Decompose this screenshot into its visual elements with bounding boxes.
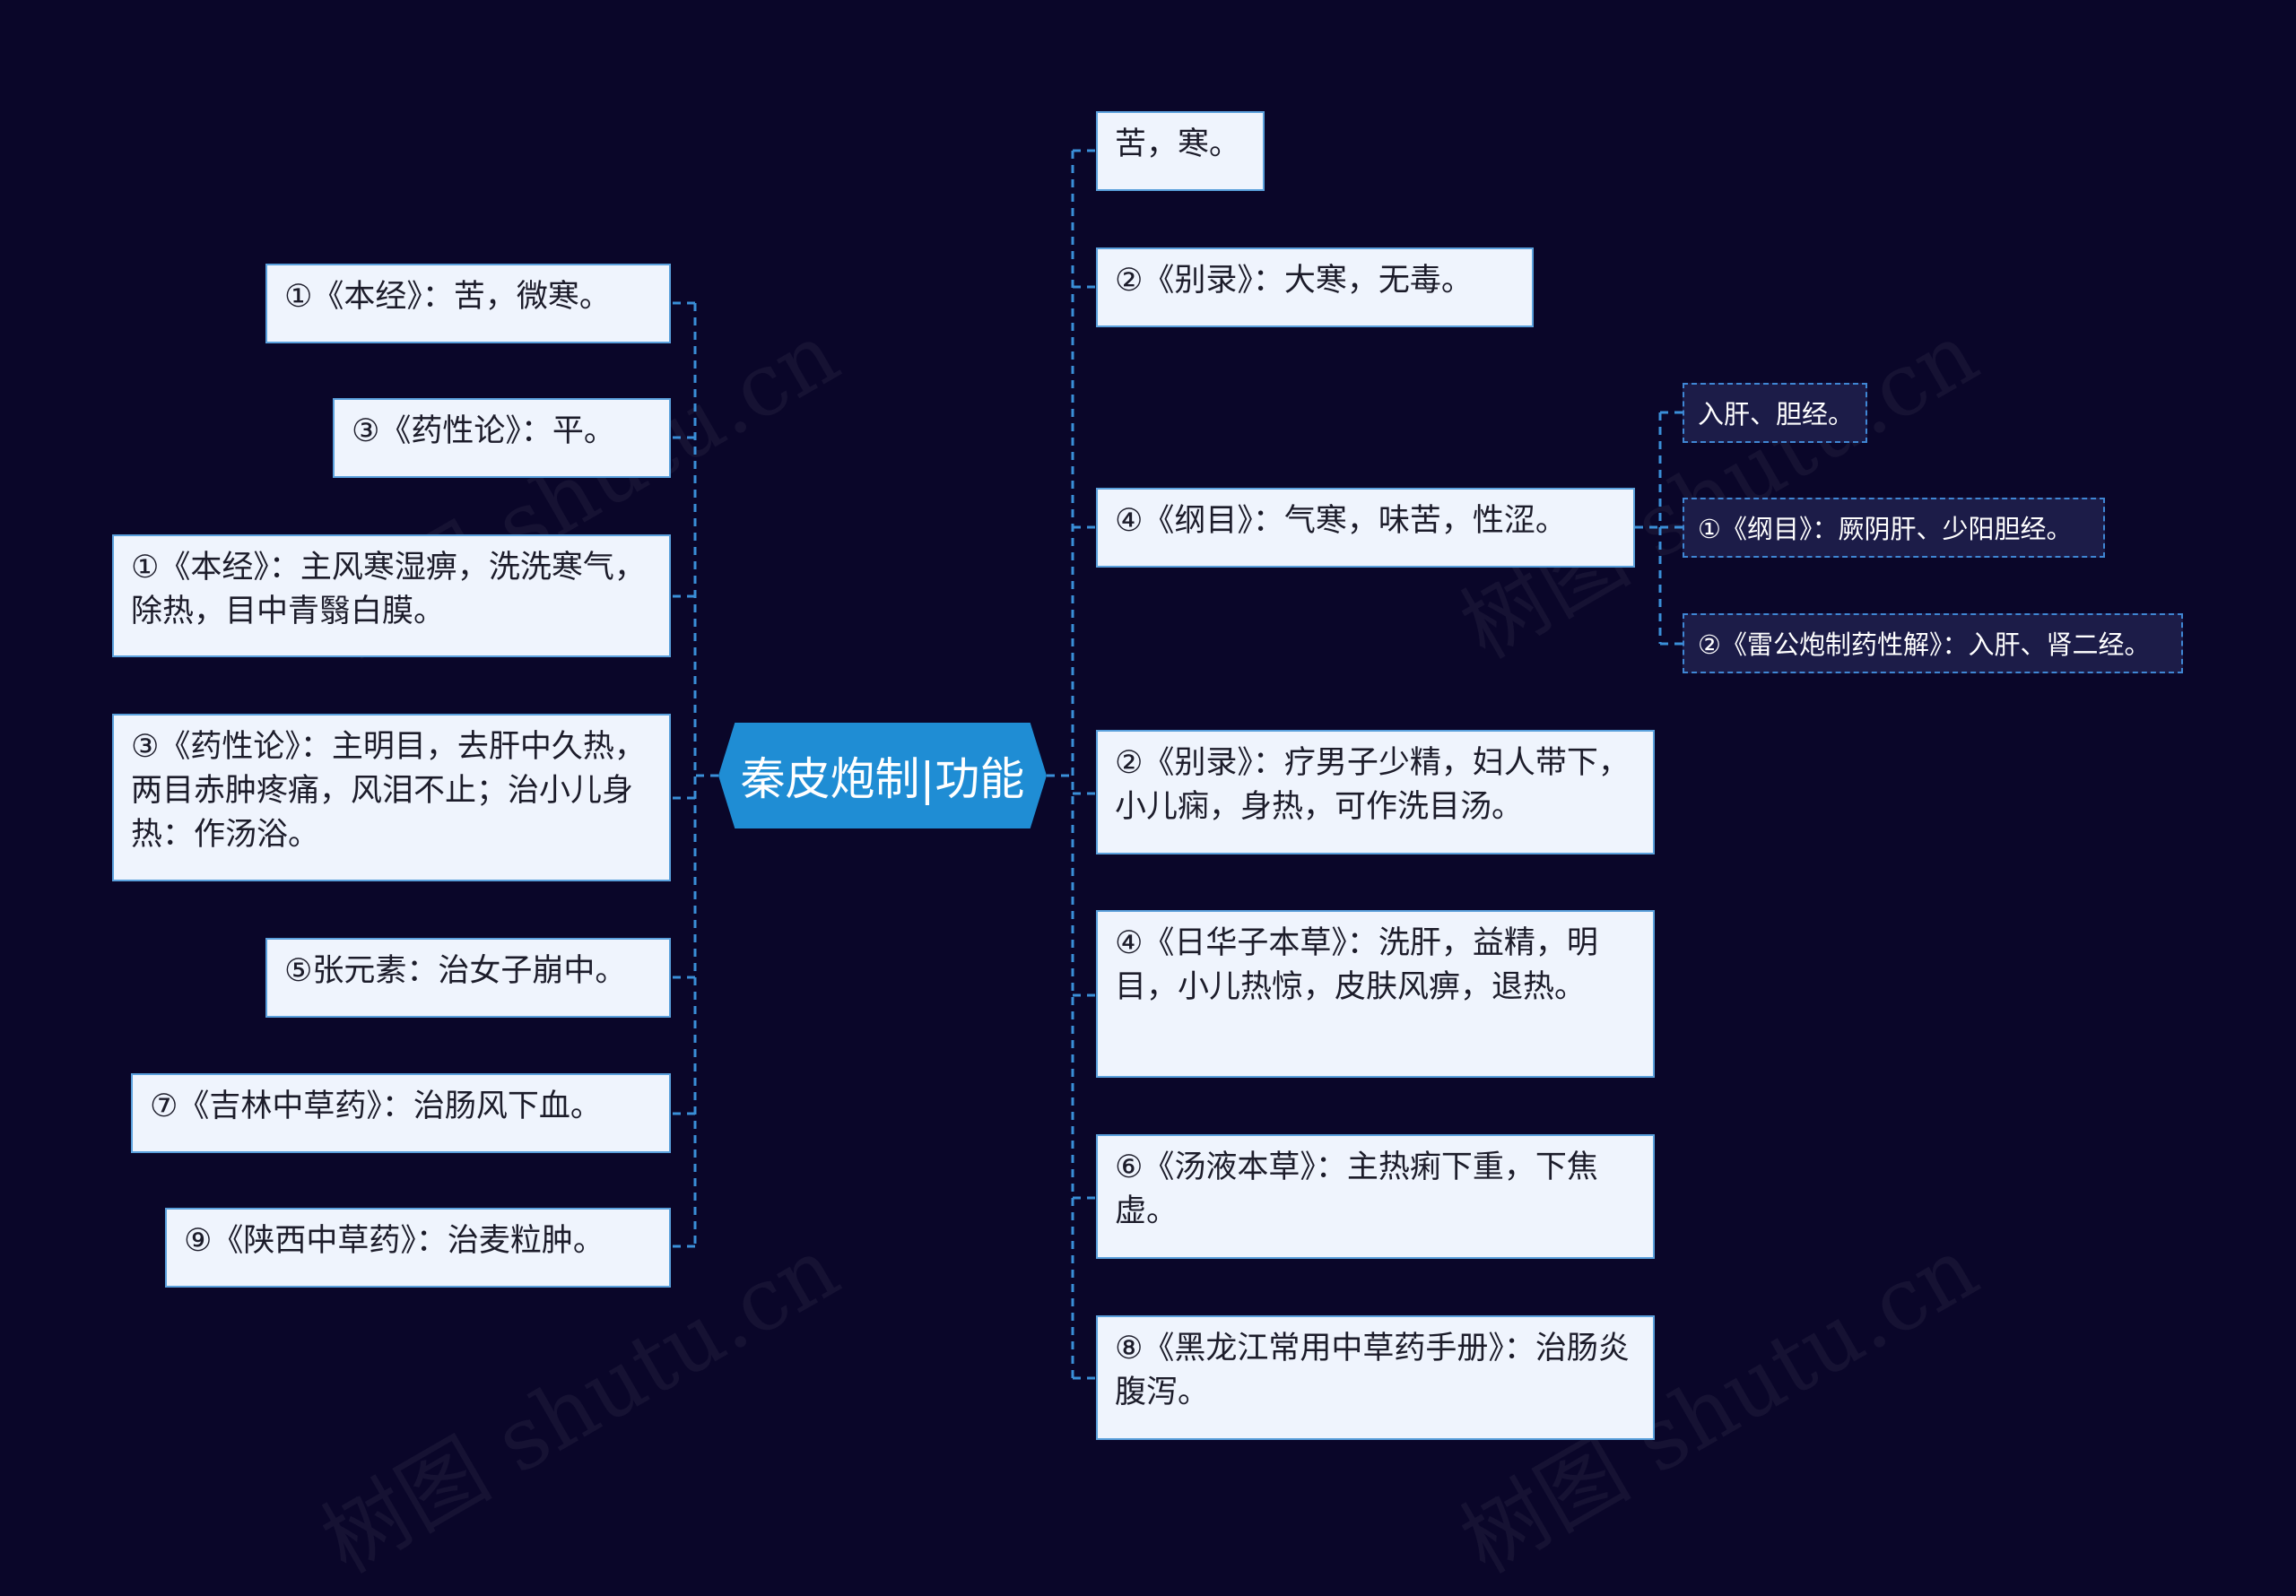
left-node-7[interactable]: ⑨《陕西中草药》：治麦粒肿。 xyxy=(165,1208,671,1288)
connector-lines xyxy=(671,149,1683,1380)
sub-node-3[interactable]: ②《雷公炮制药性解》：入肝、肾二经。 xyxy=(1683,613,2183,673)
right-node-2[interactable]: ②《别录》：大寒，无毒。 xyxy=(1096,247,1534,327)
right-node-5[interactable]: ④《日华子本草》：洗肝，益精，明目，小儿热惊，皮肤风痹，退热。 xyxy=(1096,910,1655,1078)
sub-node-2[interactable]: ①《纲目》：厥阴肝、少阳胆经。 xyxy=(1683,498,2105,558)
mind-map: 树图 shutu.cn 树图 shutu.cn 树图 shutu.cn 树图 s… xyxy=(112,111,2183,1592)
sub-node-1[interactable]: 入肝、胆经。 xyxy=(1683,383,1867,443)
left-node-3[interactable]: ①《本经》：主风寒湿痹，洗洗寒气，除热，目中青翳白膜。 xyxy=(112,534,671,657)
right-node-1[interactable]: 苦，寒。 xyxy=(1096,111,1265,191)
left-node-2[interactable]: ③《药性论》：平。 xyxy=(333,398,671,478)
left-node-5[interactable]: ⑤张元素：治女子崩中。 xyxy=(265,938,671,1018)
left-node-4[interactable]: ③《药性论》：主明目，去肝中久热，两目赤肿疼痛，风泪不止；治小儿身热：作汤浴。 xyxy=(112,714,671,881)
left-node-1[interactable]: ①《本经》：苦，微寒。 xyxy=(265,264,671,343)
right-node-6[interactable]: ⑥《汤液本草》：主热痢下重，下焦虚。 xyxy=(1096,1134,1655,1259)
central-topic-label: 秦皮炮制|功能 xyxy=(740,753,1025,805)
central-topic[interactable]: 秦皮炮制|功能 xyxy=(718,723,1047,828)
left-node-6[interactable]: ⑦《吉林中草药》：治肠风下血。 xyxy=(131,1073,671,1153)
right-node-7[interactable]: ⑧《黑龙江常用中草药手册》：治肠炎腹泻。 xyxy=(1096,1315,1655,1440)
right-node-3[interactable]: ④《纲目》：气寒，味苦，性涩。 xyxy=(1096,488,1635,568)
right-node-4[interactable]: ②《别录》：疗男子少精，妇人带下，小儿痫，身热，可作洗目汤。 xyxy=(1096,730,1655,854)
